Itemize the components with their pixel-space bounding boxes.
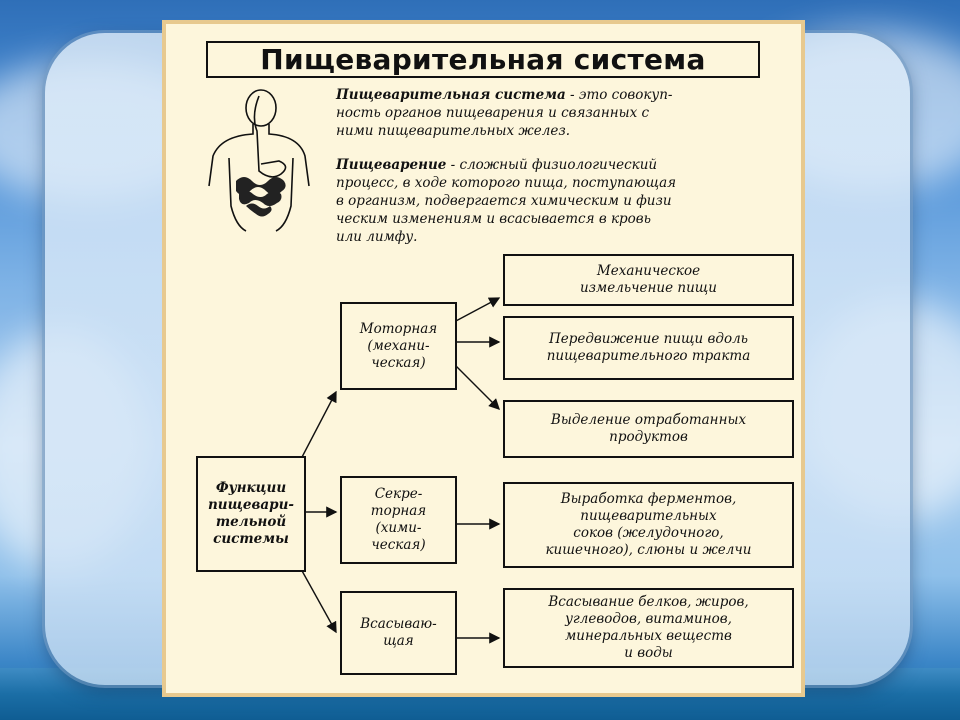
- definition-text: - это совокуп- ность органов пищеварения…: [336, 87, 673, 139]
- page-title: Пищеварительная система: [206, 41, 760, 78]
- function-box-secretory: Секре- торная (хими- ческая): [340, 476, 457, 564]
- definition-term: Пищеварение: [336, 157, 447, 173]
- definition-text: - сложный физиологический процесс, в ход…: [336, 157, 677, 245]
- digestive-system-figure-icon: [208, 89, 310, 232]
- diagram-sheet: Пищеварительная система Пищеварительная …: [162, 20, 805, 697]
- connector-arrows: [300, 297, 501, 644]
- definition-term: Пищеварительная система: [336, 87, 566, 103]
- result-box: Передвижение пищи вдоль пищеварительного…: [503, 316, 794, 380]
- result-box: Механическое измельчение пищи: [503, 254, 794, 306]
- function-box-motor: Моторная (механи- ческая): [340, 302, 457, 390]
- definition-system: Пищеварительная система - это совокуп- н…: [336, 86, 673, 140]
- result-box: Выделение отработанных продуктов: [503, 400, 794, 458]
- result-box: Выработка ферментов, пищеварительных сок…: [503, 482, 794, 568]
- definition-digestion: Пищеварение - сложный физиологический пр…: [336, 156, 676, 246]
- root-box: Функции пищевари- тельной системы: [196, 456, 306, 572]
- function-box-absorption: Всасываю- щая: [340, 591, 457, 675]
- result-box: Всасывание белков, жиров, углеводов, вит…: [503, 588, 794, 668]
